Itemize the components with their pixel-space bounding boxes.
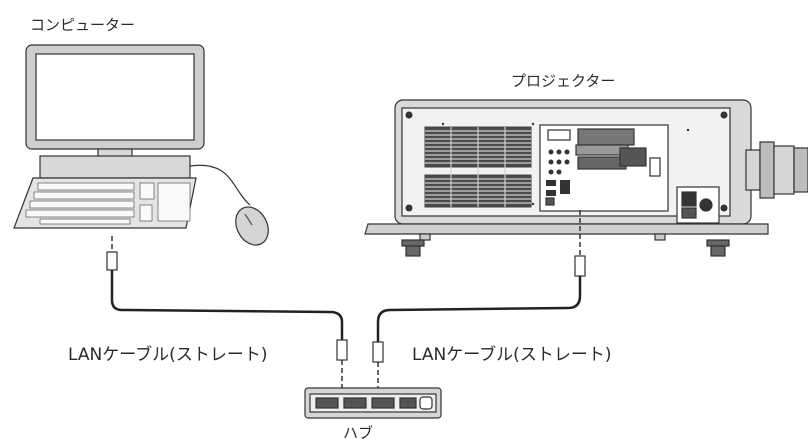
hub-ports — [315, 396, 433, 410]
lan-cable-right-label: LANケーブル(ストレート) — [412, 345, 612, 365]
computer-screen — [35, 53, 195, 141]
projector-label: プロジェクター — [511, 72, 616, 90]
lan-cable-right — [376, 276, 582, 342]
keyboard-keys — [25, 182, 191, 225]
lan-connector-right-bottom — [372, 341, 384, 363]
hub-label: ハブ — [343, 424, 374, 442]
mouse-cable — [189, 164, 251, 206]
computer — [13, 44, 269, 246]
lan-cables — [106, 210, 586, 398]
lan-connector-left-bottom — [336, 339, 348, 361]
hub — [304, 387, 442, 419]
computer-label: コンピューター — [30, 16, 136, 34]
lan-connector-left-top — [106, 251, 118, 271]
lan-cable-left-label: LANケーブル(ストレート) — [68, 345, 268, 365]
lan-cable-left — [110, 270, 344, 340]
lan-connector-right-top — [574, 255, 586, 277]
projector — [364, 99, 808, 257]
computer-mouse — [235, 206, 269, 246]
projector-feet — [401, 239, 730, 257]
projector-lens — [745, 141, 808, 199]
projector-base — [364, 223, 769, 235]
